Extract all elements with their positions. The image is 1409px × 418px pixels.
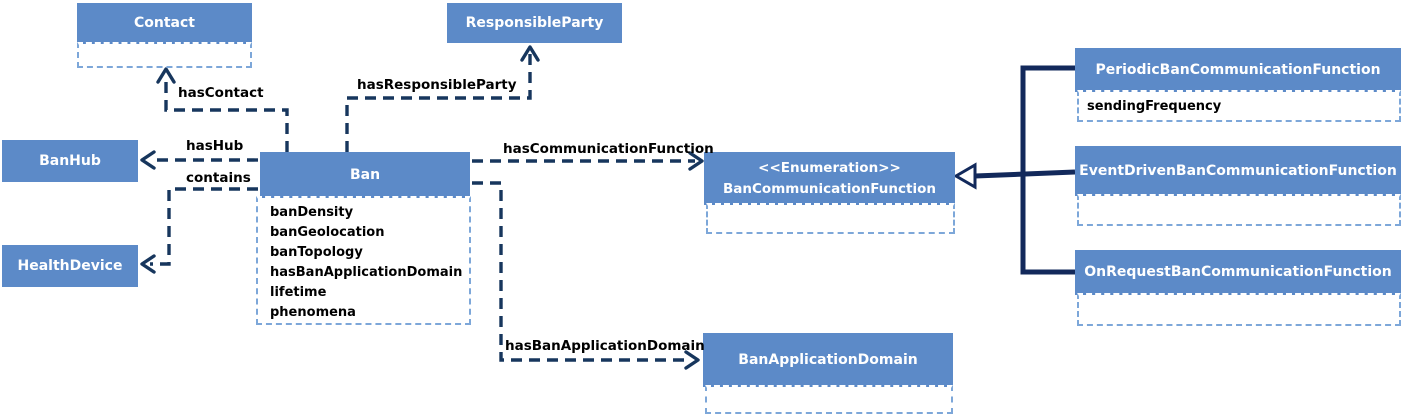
class-periodic-name: PeriodicBanCommunicationFunction bbox=[1095, 61, 1381, 78]
generalization-trunk bbox=[1020, 65, 1075, 275]
class-ban-communication-function-name: BanCommunicationFunction bbox=[723, 180, 936, 197]
generalization-branch-event-driven bbox=[974, 169, 1076, 179]
attribute: banTopology bbox=[270, 245, 363, 260]
class-contact-attributes bbox=[77, 42, 252, 68]
arrowhead-contains bbox=[140, 254, 156, 274]
class-ban[interactable]: Ban bbox=[260, 152, 470, 198]
class-on-request-name: OnRequestBanCommunicationFunction bbox=[1084, 264, 1392, 281]
class-event-driven-attributes bbox=[1077, 194, 1401, 226]
edge-label-hasBanApplicationDomain: hasBanApplicationDomain bbox=[505, 338, 705, 354]
class-ban-communication-function-attributes bbox=[706, 203, 955, 234]
class-health-device[interactable]: HealthDevice bbox=[2, 245, 138, 287]
class-periodic-ban-communication-function[interactable]: PeriodicBanCommunicationFunction bbox=[1075, 48, 1401, 92]
arrowhead-hasHub bbox=[140, 150, 156, 170]
class-health-device-name: HealthDevice bbox=[17, 257, 123, 274]
arrowhead-hasResponsibleParty bbox=[520, 45, 540, 62]
arrowhead-hasBanApplicationDomain bbox=[684, 350, 700, 370]
class-ban-attributes: banDensity banGeolocation banTopology ha… bbox=[256, 196, 471, 325]
class-event-driven-name: EventDrivenBanCommunicationFunction bbox=[1079, 162, 1397, 179]
class-ban-application-domain-name: BanApplicationDomain bbox=[738, 351, 918, 368]
attribute: hasBanApplicationDomain bbox=[270, 265, 463, 280]
attribute: lifetime bbox=[270, 285, 327, 300]
class-ban-communication-function-stereotype: <<Enumeration>> bbox=[758, 160, 901, 177]
edge-label-hasContact: hasContact bbox=[178, 85, 264, 101]
class-responsible-party[interactable]: ResponsibleParty bbox=[447, 3, 622, 43]
class-event-driven-ban-communication-function[interactable]: EventDrivenBanCommunicationFunction bbox=[1075, 146, 1401, 196]
class-contact-name: Contact bbox=[134, 15, 195, 32]
edge-label-hasResponsibleParty: hasResponsibleParty bbox=[357, 77, 517, 93]
edge-label-hasCommunicationFunction: hasCommunicationFunction bbox=[503, 141, 714, 157]
class-ban-application-domain[interactable]: BanApplicationDomain bbox=[703, 333, 953, 387]
class-responsible-party-name: ResponsibleParty bbox=[465, 14, 604, 31]
class-ban-application-domain-attributes bbox=[705, 385, 953, 414]
generalization-triangle-icon bbox=[953, 162, 977, 190]
edge-label-contains: contains bbox=[186, 170, 251, 186]
arrowhead-hasCommunicationFunction bbox=[688, 151, 704, 171]
edge-hasBanApplicationDomain bbox=[472, 181, 690, 362]
class-on-request-attributes bbox=[1077, 293, 1401, 326]
class-periodic-attributes: sendingFrequency bbox=[1077, 90, 1401, 122]
class-ban-hub-name: BanHub bbox=[39, 152, 101, 169]
class-ban-hub[interactable]: BanHub bbox=[2, 140, 138, 182]
class-ban-communication-function[interactable]: <<Enumeration>> BanCommunicationFunction bbox=[704, 152, 955, 205]
attribute: banGeolocation bbox=[270, 225, 385, 240]
attribute: phenomena bbox=[270, 305, 356, 320]
edge-hasResponsibleParty bbox=[345, 52, 532, 152]
class-on-request-ban-communication-function[interactable]: OnRequestBanCommunicationFunction bbox=[1075, 250, 1401, 295]
edge-label-hasHub: hasHub bbox=[186, 138, 244, 154]
arrowhead-hasContact bbox=[156, 67, 176, 84]
attribute: banDensity bbox=[270, 205, 354, 220]
class-contact[interactable]: Contact bbox=[77, 3, 252, 44]
edge-contains bbox=[150, 187, 258, 266]
class-ban-name: Ban bbox=[349, 166, 381, 183]
edge-hasContact bbox=[164, 76, 289, 152]
attribute: sendingFrequency bbox=[1087, 99, 1222, 114]
